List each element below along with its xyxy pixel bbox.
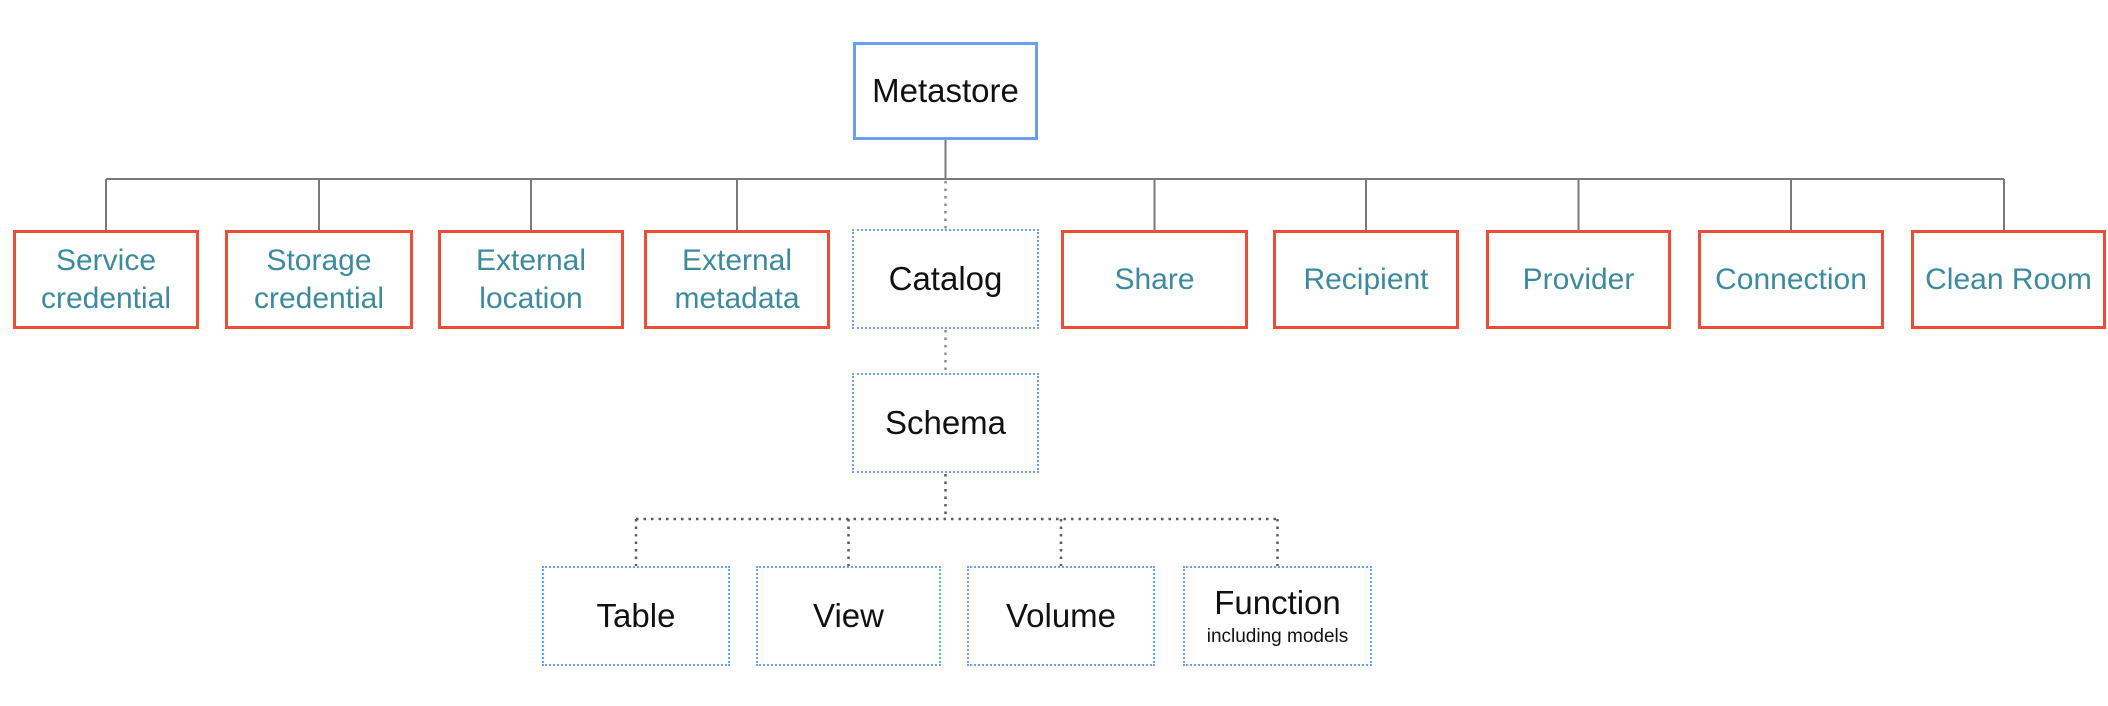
node-schema: Schema	[852, 373, 1039, 473]
node-label: Recipient	[1303, 262, 1429, 296]
node-table: Table	[542, 566, 730, 666]
node-label: Schema	[884, 404, 1007, 442]
node-label: Connection	[1715, 262, 1867, 296]
node-clean-room: Clean Room	[1911, 230, 2106, 329]
node-label: Storage credential	[253, 244, 385, 315]
node-label: View	[813, 597, 884, 635]
node-view: View	[756, 566, 941, 666]
node-storage-credential: Storage credential	[225, 230, 413, 329]
node-metastore: Metastore	[853, 42, 1038, 140]
node-catalog: Catalog	[852, 229, 1039, 329]
node-external-location: External location	[438, 230, 624, 329]
node-connection: Connection	[1698, 230, 1884, 329]
node-label: Metastore	[872, 72, 1019, 110]
node-sublabel: including models	[1206, 625, 1349, 647]
node-function: Function including models	[1183, 566, 1372, 666]
node-label: Table	[596, 597, 676, 635]
node-label: Provider	[1522, 262, 1635, 296]
node-provider: Provider	[1486, 230, 1671, 329]
node-share: Share	[1061, 230, 1248, 329]
node-label: Share	[1114, 262, 1195, 296]
node-service-credential: Service credential	[13, 230, 199, 329]
node-volume: Volume	[967, 566, 1155, 666]
node-label: Volume	[1005, 597, 1117, 635]
node-label: Catalog	[888, 260, 1003, 298]
node-label: Service credential	[40, 244, 172, 315]
node-recipient: Recipient	[1273, 230, 1459, 329]
node-label: External metadata	[674, 244, 800, 315]
node-external-metadata: External metadata	[644, 230, 830, 329]
node-label: Function	[1214, 584, 1341, 622]
node-label: Clean Room	[1925, 262, 2092, 296]
node-label: External location	[475, 244, 587, 315]
